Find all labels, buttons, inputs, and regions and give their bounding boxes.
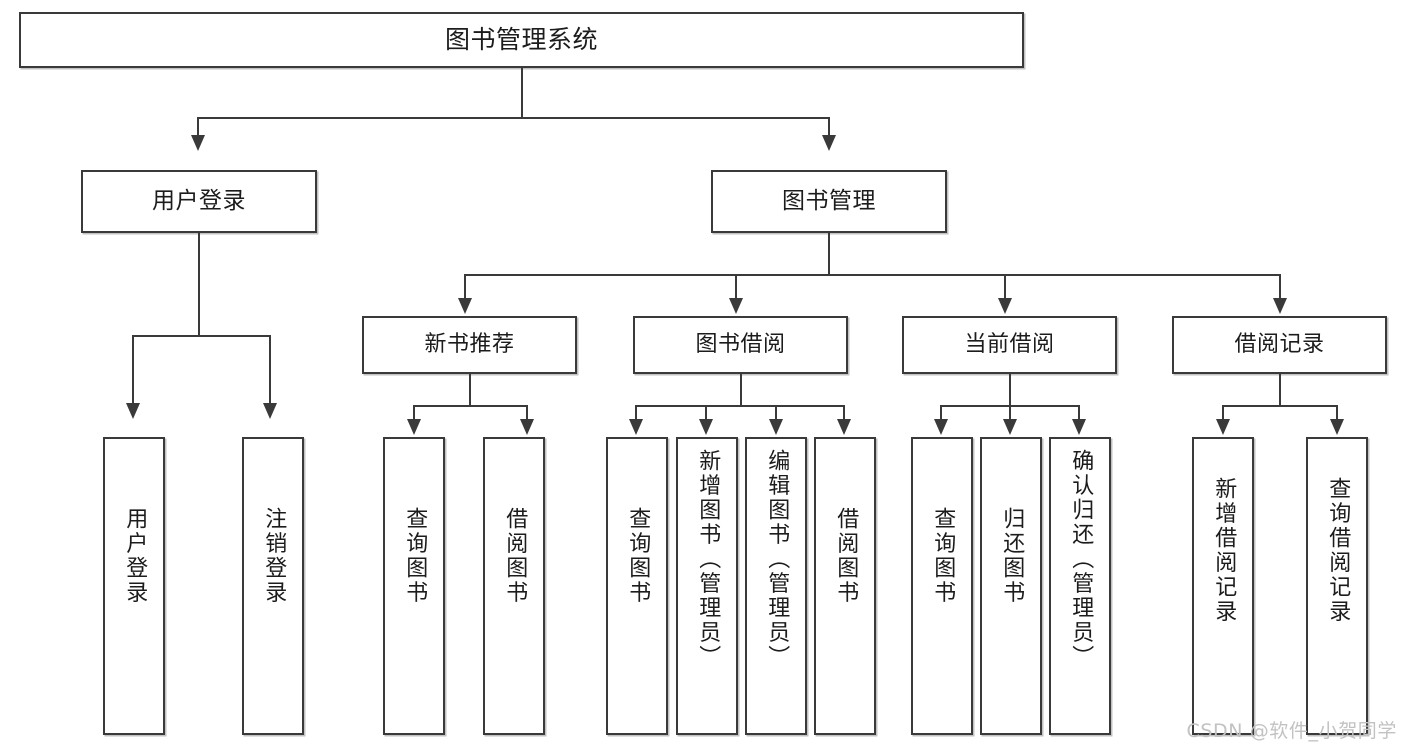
leaf-current-borrow-confirm-label: 确认归还（管理员） — [1068, 449, 1094, 670]
node-book-management[interactable]: 图书管理 — [711, 170, 947, 233]
connector-book-borrow-child-3 — [775, 405, 777, 421]
connector-current-borrow-child-1 — [940, 405, 942, 421]
leaf-book-borrow-query-label: 查询图书 — [625, 507, 651, 605]
connector-borrow-record-stem — [1279, 374, 1281, 406]
arrowhead-book-borrow-leaf-4 — [837, 419, 851, 435]
node-user-login[interactable]: 用户登录 — [81, 170, 317, 233]
arrowhead-borrow-record — [1273, 298, 1287, 314]
connector-current-borrow-child-2 — [1009, 405, 1011, 421]
arrowhead-current-borrow — [998, 298, 1012, 314]
node-borrow-record-label: 借阅记录 — [1234, 332, 1325, 358]
connector-book-borrow-child-4 — [843, 405, 845, 421]
leaf-new-book-query-label: 查询图书 — [402, 507, 428, 605]
node-root[interactable]: 图书管理系统 — [19, 12, 1024, 68]
leaf-new-book-borrow-label: 借阅图书 — [502, 507, 528, 605]
connector-book-borrow-bus — [635, 405, 845, 407]
arrowhead-user-login-leaf-1 — [126, 403, 140, 419]
arrowhead-new-book — [458, 298, 472, 314]
leaf-current-borrow-return[interactable]: 归还图书 — [980, 437, 1042, 735]
connector-book-borrow-stem — [740, 374, 742, 406]
connector-book-mgmt-stem — [828, 233, 830, 275]
arrowhead-user-login-leaf-2 — [263, 403, 277, 419]
connector-root-to-book-mgmt — [828, 117, 830, 137]
node-book-borrow[interactable]: 图书借阅 — [633, 316, 848, 374]
arrowhead-borrow-record-leaf-1 — [1216, 419, 1230, 435]
leaf-user-login-signout[interactable]: 注销登录 — [242, 437, 304, 735]
arrowhead-user-login — [191, 135, 205, 151]
connector-root-bus — [197, 117, 830, 119]
leaf-book-borrow-add-label: 新增图书（管理员） — [695, 449, 721, 670]
node-current-borrow-label: 当前借阅 — [964, 332, 1055, 358]
arrowhead-book-borrow-leaf-2 — [699, 419, 713, 435]
node-book-borrow-label: 图书借阅 — [695, 332, 786, 358]
connector-user-login-child-2 — [269, 335, 271, 405]
arrowhead-current-borrow-leaf-1 — [934, 419, 948, 435]
leaf-borrow-record-add-label: 新增借阅记录 — [1211, 477, 1237, 624]
node-borrow-record[interactable]: 借阅记录 — [1172, 316, 1387, 374]
connector-new-book-child-2 — [526, 405, 528, 421]
connector-user-login-child-1 — [132, 335, 134, 405]
arrowhead-borrow-record-leaf-2 — [1330, 419, 1344, 435]
connector-book-borrow-child-1 — [635, 405, 637, 421]
connector-borrow-record-child-2 — [1336, 405, 1338, 421]
connector-root-stem — [521, 68, 523, 118]
node-book-management-label: 图书管理 — [782, 188, 876, 215]
arrowhead-new-book-leaf-2 — [520, 419, 534, 435]
connector-root-to-user-login — [197, 117, 199, 137]
csdn-watermark: CSDN @软件_小贺同学 — [1186, 720, 1397, 742]
leaf-book-borrow-add[interactable]: 新增图书（管理员） — [676, 437, 738, 735]
leaf-current-borrow-confirm[interactable]: 确认归还（管理员） — [1049, 437, 1111, 735]
connector-borrow-record-child-1 — [1222, 405, 1224, 421]
connector-user-login-stem — [198, 233, 200, 336]
node-new-book-recommend[interactable]: 新书推荐 — [362, 316, 577, 374]
leaf-current-borrow-return-label: 归还图书 — [999, 507, 1025, 605]
arrowhead-book-mgmt — [822, 135, 836, 151]
leaf-current-borrow-query-label: 查询图书 — [930, 507, 956, 605]
leaf-user-login-signin-label: 用户登录 — [122, 507, 148, 605]
leaf-book-borrow-query[interactable]: 查询图书 — [606, 437, 668, 735]
leaf-book-borrow-edit-label: 编辑图书（管理员） — [764, 449, 790, 670]
connector-book-mgmt-to-book-borrow — [735, 274, 737, 300]
connector-book-mgmt-to-current-borrow — [1004, 274, 1006, 300]
connector-new-book-bus — [413, 405, 527, 407]
arrowhead-new-book-leaf-1 — [407, 419, 421, 435]
connector-current-borrow-stem — [1009, 374, 1011, 406]
leaf-user-login-signout-label: 注销登录 — [261, 507, 287, 605]
leaf-book-borrow-borrow[interactable]: 借阅图书 — [814, 437, 876, 735]
leaf-book-borrow-edit[interactable]: 编辑图书（管理员） — [745, 437, 807, 735]
leaf-user-login-signin[interactable]: 用户登录 — [103, 437, 165, 735]
connector-book-mgmt-to-new-book — [464, 274, 466, 300]
leaf-new-book-query[interactable]: 查询图书 — [383, 437, 445, 735]
arrowhead-book-borrow-leaf-3 — [769, 419, 783, 435]
connector-new-book-child-1 — [413, 405, 415, 421]
node-current-borrow[interactable]: 当前借阅 — [902, 316, 1117, 374]
connector-current-borrow-child-3 — [1078, 405, 1080, 421]
leaf-borrow-record-query-label: 查询借阅记录 — [1325, 477, 1351, 624]
connector-book-borrow-child-2 — [705, 405, 707, 421]
arrowhead-book-borrow-leaf-1 — [629, 419, 643, 435]
leaf-new-book-borrow[interactable]: 借阅图书 — [483, 437, 545, 735]
arrowhead-book-borrow — [729, 298, 743, 314]
leaf-borrow-record-add[interactable]: 新增借阅记录 — [1192, 437, 1254, 735]
node-new-book-recommend-label: 新书推荐 — [424, 332, 515, 358]
leaf-book-borrow-borrow-label: 借阅图书 — [833, 507, 859, 605]
connector-book-mgmt-to-borrow-record — [1279, 274, 1281, 300]
node-user-login-label: 用户登录 — [152, 188, 246, 215]
connector-user-login-bus — [132, 335, 269, 337]
leaf-borrow-record-query[interactable]: 查询借阅记录 — [1306, 437, 1368, 735]
node-root-label: 图书管理系统 — [444, 24, 598, 54]
arrowhead-current-borrow-leaf-3 — [1072, 419, 1086, 435]
arrowhead-current-borrow-leaf-2 — [1003, 419, 1017, 435]
connector-borrow-record-bus — [1222, 405, 1337, 407]
connector-book-mgmt-bus — [464, 274, 1280, 276]
connector-new-book-stem — [469, 374, 471, 406]
leaf-current-borrow-query[interactable]: 查询图书 — [911, 437, 973, 735]
